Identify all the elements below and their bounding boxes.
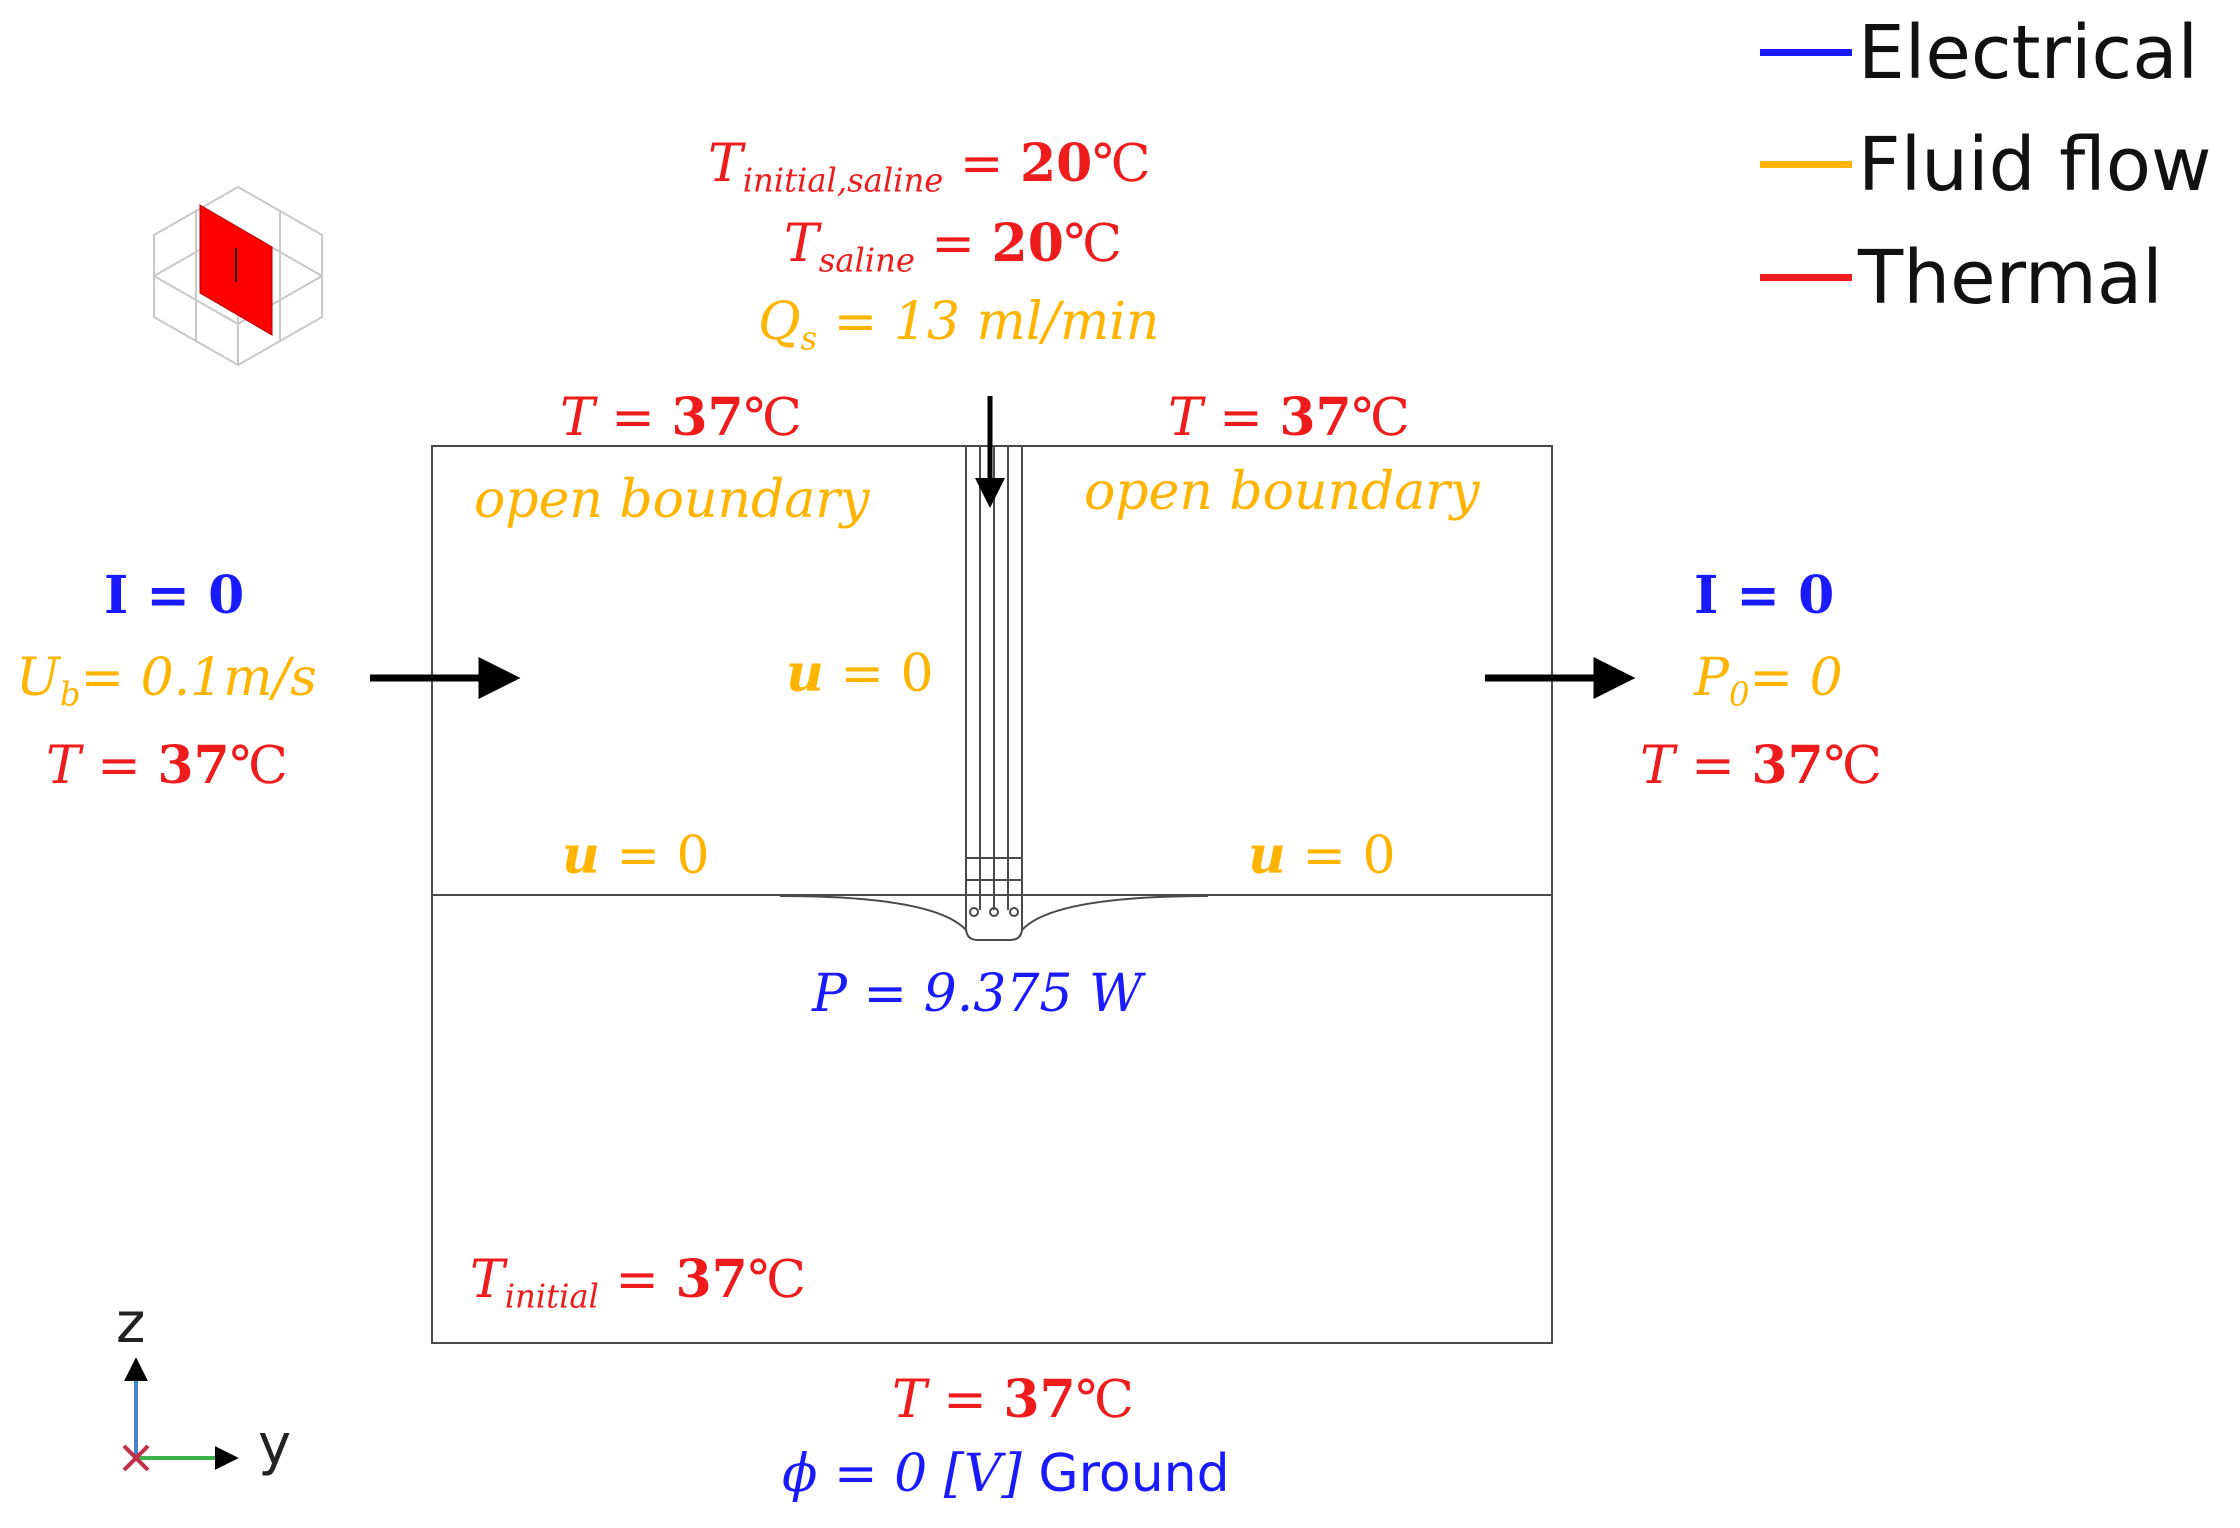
electrode	[779, 446, 1209, 941]
legend-label-fluid: Fluid flow	[1858, 122, 2212, 208]
top-left-open-boundary-label: open boundary	[474, 470, 870, 530]
legend-swatch-thermal	[1760, 274, 1852, 281]
top-right-temp-label: T = 37℃	[1168, 387, 1410, 448]
legend-swatch-electrical	[1760, 49, 1852, 56]
saline-flow-rate-label: Qs = 13 ml/min	[758, 292, 1160, 358]
left-current-label: I = 0	[104, 565, 245, 626]
u-zero-right-label: u = 0	[1248, 825, 1396, 886]
bottom-temp-label: T = 37℃	[892, 1369, 1134, 1430]
z-axis-label: z	[116, 1291, 146, 1356]
right-temp-label: T = 37℃	[1640, 735, 1882, 796]
power-label: P = 9.375 W	[812, 964, 1143, 1024]
u-zero-left-label: u = 0	[562, 825, 710, 886]
legend-label-thermal: Thermal	[1858, 235, 2163, 321]
right-pressure-label: P0= 0	[1694, 648, 1843, 714]
right-current-label: I = 0	[1694, 565, 1835, 626]
t-saline-label: Tsaline = 20℃	[784, 213, 1123, 280]
u-zero-center-label: u = 0	[786, 643, 934, 704]
t-initial-saline-label: Tinitial,saline = 20℃	[708, 133, 1151, 200]
x-axis-marker	[122, 1444, 150, 1472]
legend-swatch-fluid	[1760, 161, 1852, 168]
legend-label-electrical: Electrical	[1858, 10, 2199, 96]
left-velocity-label: Ub= 0.1m/s	[16, 648, 317, 714]
top-right-open-boundary-label: open boundary	[1084, 462, 1480, 522]
tissue-initial-temp-label: Tinitial = 37℃	[470, 1249, 807, 1316]
ground-label: ϕ = 0 [V] Ground	[782, 1444, 1230, 1504]
y-axis-label: y	[258, 1413, 292, 1478]
left-temp-label: T = 37℃	[46, 735, 288, 796]
top-left-temp-label: T = 37℃	[560, 387, 802, 448]
